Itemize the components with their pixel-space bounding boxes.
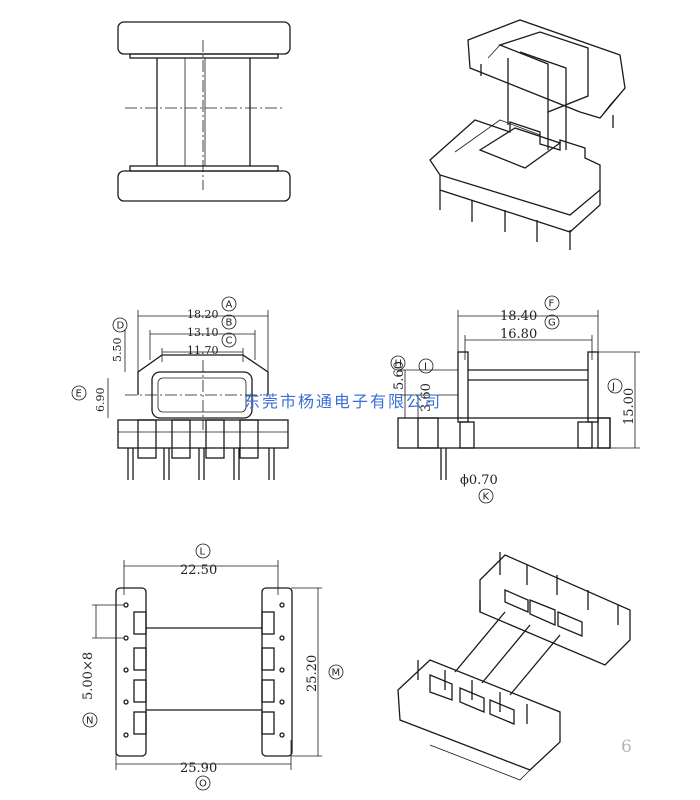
dimension-labels: 18.20 13.10 11.70 5.50 6.90 18.40 16.80 … [81, 308, 637, 776]
letter-O: O [199, 779, 207, 790]
callout-letters: A B C D E F G H I J K L M N O [71, 295, 623, 791]
dim-M-value: 25.20 [305, 655, 320, 692]
letter-K: K [483, 492, 490, 503]
letter-C: C [226, 336, 233, 347]
page-number: 6 [621, 737, 632, 757]
letter-B: B [226, 318, 233, 329]
dim-B-value: 13.10 [187, 326, 219, 339]
dim-A-value: 18.20 [187, 308, 219, 321]
letter-J: J [611, 382, 615, 393]
dim-K-value: ϕ0.70 [460, 473, 498, 488]
letter-A: A [226, 300, 233, 311]
letter-N: N [86, 716, 93, 727]
dim-J-value: 15.00 [622, 388, 637, 425]
dim-E-value: 6.90 [94, 388, 107, 413]
dim-L-value: 22.50 [180, 563, 217, 578]
front-view-middle-left [107, 310, 289, 480]
side-view-middle-right [397, 310, 640, 480]
isometric-view-bottom-right [397, 552, 631, 781]
dim-C-value: 11.70 [187, 344, 219, 357]
dim-O-value: 25.90 [180, 761, 217, 776]
isometric-view-top-right [429, 19, 626, 250]
dim-D-value: 5.50 [111, 338, 124, 363]
letter-H: H [395, 359, 403, 370]
letter-F: F [549, 299, 555, 310]
letter-D: D [117, 321, 125, 332]
letter-M: M [332, 668, 341, 679]
company-watermark: 东莞市杨通电子有限公司 [244, 392, 442, 411]
letter-E: E [76, 389, 82, 400]
letter-G: G [548, 318, 556, 329]
dim-H-value: 5.60 [392, 361, 407, 390]
letter-L: L [200, 547, 206, 558]
plan-view-bottom-left [92, 560, 322, 770]
dim-G-value: 16.80 [500, 327, 537, 342]
dim-I-value: 3.60 [419, 383, 434, 412]
dim-F-value: 18.40 [500, 309, 537, 324]
side-view-top-left [117, 21, 291, 202]
dim-N-value: 5.00×8 [81, 652, 96, 700]
letter-I: I [424, 362, 427, 373]
